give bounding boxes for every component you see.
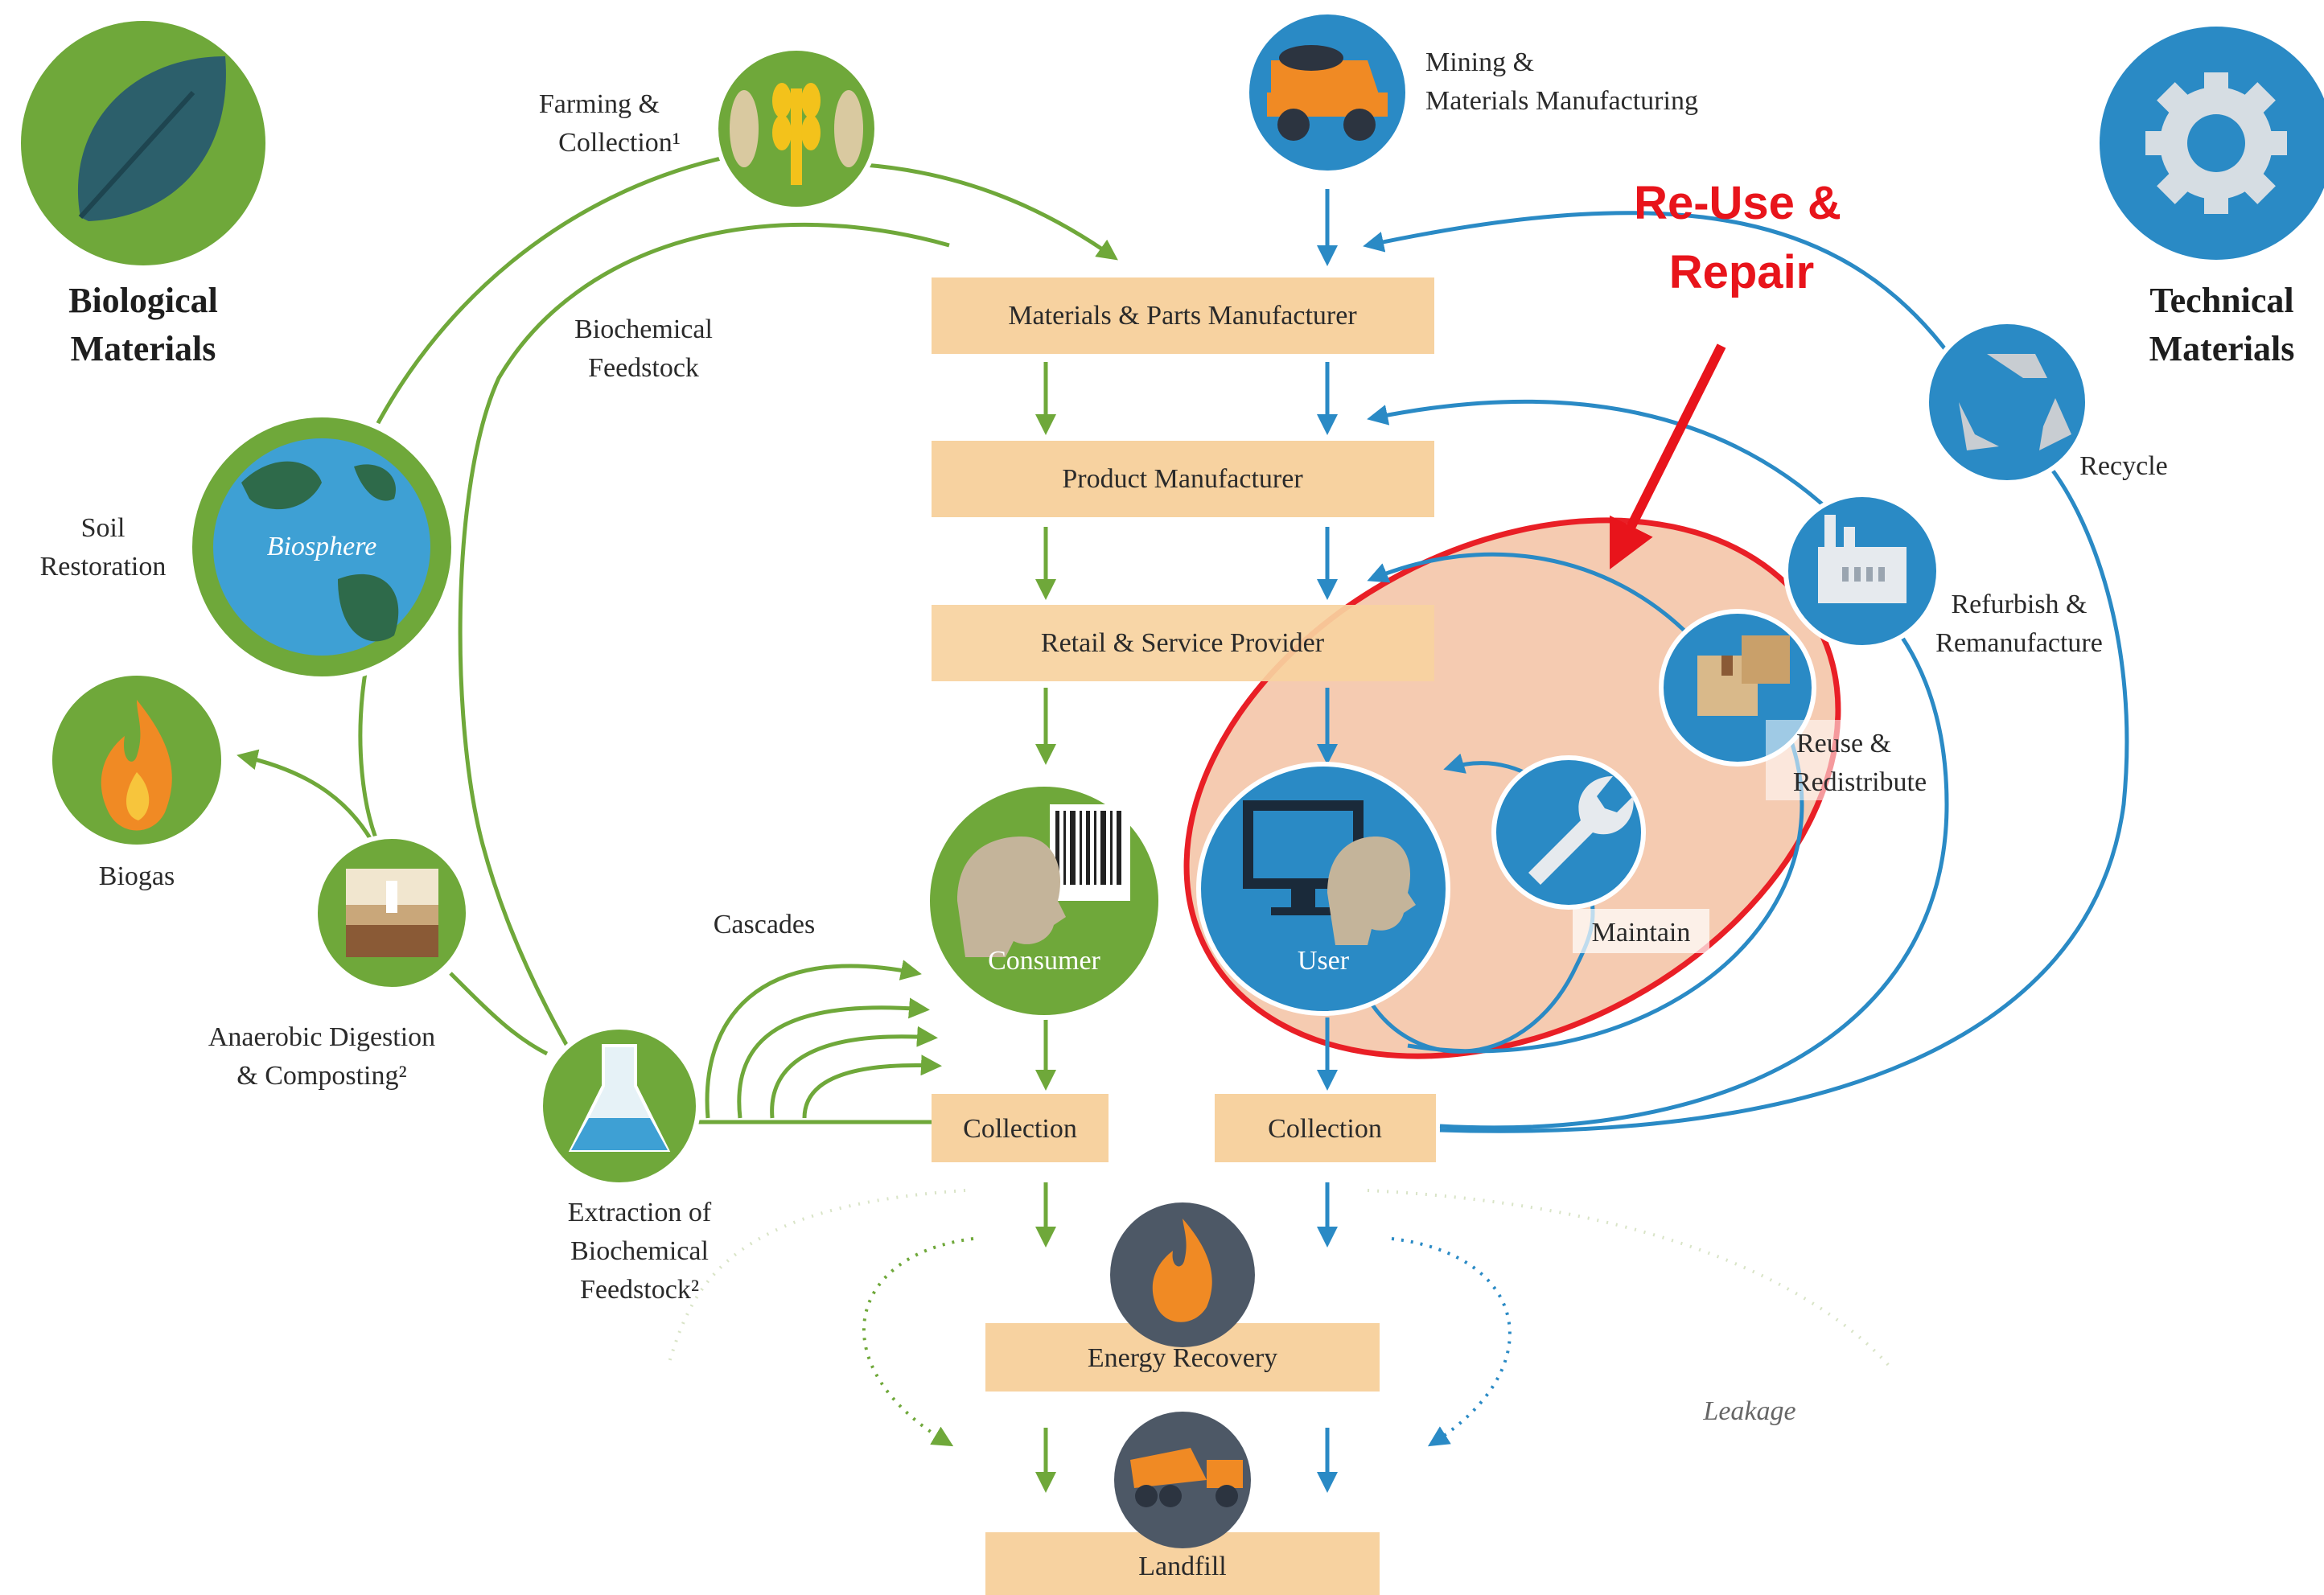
farming-collection-node: Farming & Collection¹	[539, 46, 879, 212]
svg-text:Energy Recovery: Energy Recovery	[1088, 1343, 1277, 1373]
recycle-icon	[1959, 354, 2071, 450]
flame-icon	[101, 700, 172, 831]
refurbish-node: Refurbish & Remanufacture	[1783, 492, 2103, 658]
leaf-icon	[77, 56, 226, 221]
svg-text:Feedstock²: Feedstock²	[580, 1275, 699, 1305]
svg-text:Product Manufacturer: Product Manufacturer	[1062, 464, 1303, 494]
boxes-icon	[1697, 635, 1790, 716]
biosphere-node: Biosphere	[186, 411, 458, 683]
wheat-fish-icon	[730, 83, 863, 185]
factory-icon	[1818, 515, 1907, 603]
box-retail-service: Retail & Service Provider	[932, 605, 1434, 681]
consumer-barcode-icon	[957, 804, 1130, 957]
svg-text:Extraction of: Extraction of	[568, 1198, 712, 1227]
svg-text:Materials: Materials	[2149, 329, 2295, 368]
svg-text:Consumer: Consumer	[988, 946, 1100, 976]
svg-text:Collection: Collection	[1268, 1114, 1382, 1144]
svg-text:Mining &: Mining &	[1425, 47, 1534, 77]
svg-text:Repair: Repair	[1669, 246, 1815, 298]
cascades-label: Cascades	[714, 910, 816, 939]
svg-text:Biosphere: Biosphere	[267, 532, 377, 561]
extraction-node: Extraction of Biochemical Feedstock²	[538, 1025, 712, 1305]
svg-text:Recycle: Recycle	[2079, 451, 2168, 481]
flask-icon	[568, 1044, 671, 1152]
svg-text:Landfill: Landfill	[1138, 1552, 1227, 1581]
dump-truck-icon	[1130, 1448, 1243, 1507]
svg-text:Anaerobic Digestion: Anaerobic Digestion	[208, 1022, 435, 1052]
svg-text:Biogas: Biogas	[99, 861, 175, 891]
wrench-icon	[1528, 776, 1634, 885]
svg-text:Materials: Materials	[71, 329, 216, 368]
svg-text:Retail & Service Provider: Retail & Service Provider	[1041, 628, 1325, 658]
box-collection-biological: Collection	[932, 1094, 1109, 1162]
technical-materials: Technical Materials	[2100, 27, 2324, 368]
svg-text:Collection: Collection	[963, 1114, 1077, 1144]
technical-flow-lines	[1317, 189, 2129, 1493]
svg-text:Technical: Technical	[2149, 281, 2293, 320]
reuse-node: Reuse & Redistribute	[1659, 609, 1927, 800]
svg-text:Biochemical: Biochemical	[574, 314, 713, 344]
energy-recovery-icon-node	[1110, 1202, 1255, 1347]
leakage-label: Leakage	[1702, 1396, 1795, 1426]
svg-text:User: User	[1298, 946, 1350, 976]
svg-text:Remanufacture: Remanufacture	[1935, 628, 2103, 658]
consumer-node: Consumer	[925, 782, 1163, 1020]
user-computer-icon	[1243, 800, 1416, 945]
svg-text:Collection¹: Collection¹	[558, 128, 681, 158]
leakage-arcs	[666, 1189, 1892, 1447]
svg-text:Farming &: Farming &	[539, 89, 660, 119]
svg-text:Materials Manufacturing: Materials Manufacturing	[1425, 86, 1698, 116]
svg-text:& Composting²: & Composting²	[237, 1061, 406, 1091]
svg-text:Biological: Biological	[68, 281, 218, 320]
svg-text:Reuse &: Reuse &	[1796, 729, 1891, 758]
box-collection-technical: Collection	[1215, 1094, 1436, 1162]
biogas-node: Biogas	[47, 671, 226, 891]
soil-restoration-label: Soil Restoration	[40, 513, 167, 582]
callout-arrow	[1610, 343, 1726, 569]
anaerobic-digestion-node: Anaerobic Digestion & Composting²	[208, 834, 471, 1091]
svg-text:Feedstock: Feedstock	[588, 353, 699, 383]
svg-text:Soil: Soil	[81, 513, 125, 543]
biological-materials: Biological Materials	[21, 21, 265, 368]
svg-text:Materials & Parts Manufacturer: Materials & Parts Manufacturer	[1008, 301, 1357, 331]
svg-text:Re-Use &: Re-Use &	[1634, 177, 1841, 229]
recycle-node: Recycle	[1924, 319, 2168, 485]
mining-node: Mining & Materials Manufacturing	[1244, 10, 1698, 175]
biological-flow-lines	[237, 154, 1118, 1493]
maintain-node: Maintain	[1491, 755, 1709, 953]
svg-text:Maintain: Maintain	[1592, 918, 1691, 948]
user-node: User	[1196, 762, 1450, 1016]
svg-text:Biochemical: Biochemical	[570, 1236, 709, 1266]
svg-text:Restoration: Restoration	[40, 552, 167, 582]
biochemical-feedstock-label: Biochemical Feedstock	[574, 314, 713, 383]
box-product-manufacturer: Product Manufacturer	[932, 441, 1434, 517]
landfill-icon-node	[1114, 1412, 1251, 1548]
box-materials-parts: Materials & Parts Manufacturer	[932, 277, 1434, 354]
svg-text:Refurbish &: Refurbish &	[1951, 590, 2087, 619]
fire-icon	[1152, 1219, 1212, 1322]
gear-icon	[2145, 72, 2287, 214]
soil-layers-icon	[346, 869, 438, 957]
svg-text:Redistribute: Redistribute	[1793, 767, 1927, 797]
globe-icon	[213, 438, 430, 656]
reuse-repair-callout: Re-Use & Repair	[1610, 177, 1841, 569]
mining-truck-icon	[1267, 45, 1388, 141]
